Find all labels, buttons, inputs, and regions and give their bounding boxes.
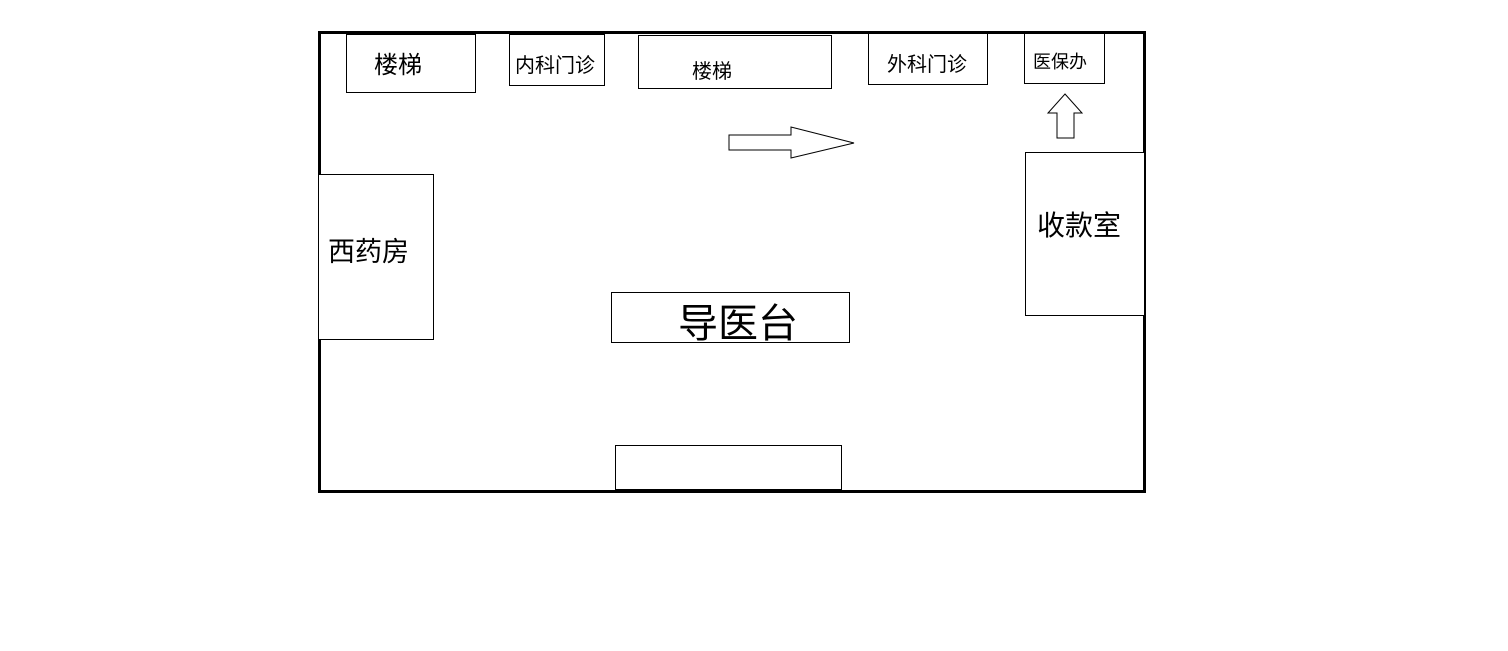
room-stairs-center-label: 楼梯 (692, 59, 732, 83)
room-surgery (868, 33, 988, 85)
room-cashier-label: 收款室 (1037, 209, 1122, 242)
room-pharmacy (318, 174, 434, 340)
room-internal-medicine (509, 34, 605, 86)
room-internal-medicine-label: 内科门诊 (515, 53, 595, 77)
right-arrow (728, 126, 855, 159)
room-cashier (1025, 152, 1145, 316)
entrance-door (615, 445, 842, 490)
room-medical-insurance-label: 医保办 (1033, 52, 1087, 73)
room-surgery-label: 外科门诊 (887, 52, 967, 76)
up-arrow (1046, 93, 1084, 139)
guide-desk-label: 导医台 (678, 301, 798, 343)
room-pharmacy-label: 西药房 (328, 237, 409, 268)
guide-desk: 导医台 (611, 292, 850, 343)
room-stairs-center (638, 35, 832, 89)
room-medical-insurance (1024, 33, 1105, 84)
room-stairs-left-label: 楼梯 (374, 51, 422, 79)
floor-plan-outline (318, 31, 1146, 493)
room-stairs-left (346, 34, 476, 93)
